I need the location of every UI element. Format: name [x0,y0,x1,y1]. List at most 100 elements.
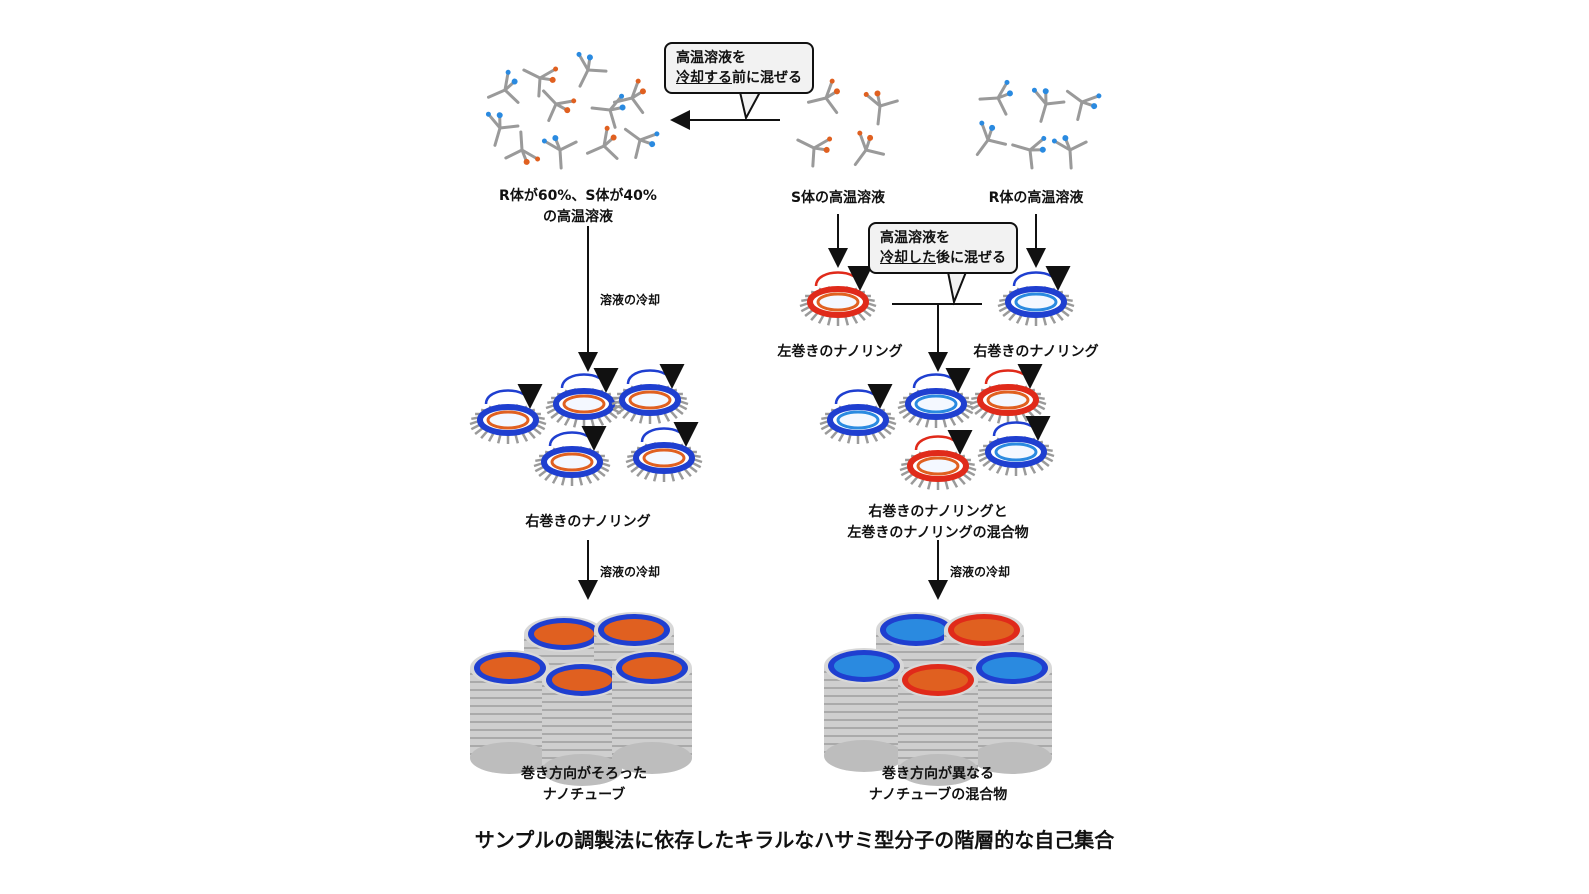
label-mixed-solution: R体が60%、S体が40% の高温溶液 [499,186,657,228]
label-cooling-3: 溶液の冷却 [950,565,1011,579]
molecule-arm [577,52,590,72]
molecule-tip [635,78,641,84]
label-right-rings-group: 右巻きのナノリング [525,514,651,530]
molecule-arm [590,106,612,112]
molecule-tip [874,90,881,97]
ring-rotation-arrow [484,383,543,409]
molecule-mixed-10 [623,127,660,160]
molecule-arm [585,144,606,155]
molecule-arm [1068,140,1088,152]
ring-group-right-0 [469,383,547,444]
molecule-arm [986,138,1008,146]
molecule-arm [586,68,608,73]
tube-diff-2 [824,648,904,772]
molecule-arm [537,76,542,98]
molecule-tip [523,158,530,165]
ring-rotation-arrow [984,363,1043,389]
tube-core [604,619,664,641]
label-ring-mixture-line2: 左巻きのナノリングの混合物 [847,525,1029,541]
callout-after-rest: 後に混ぜる [936,250,1006,266]
tube-same-2 [470,650,550,774]
molecule-arm [1028,136,1046,152]
label-cooling-2: 溶液の冷却 [600,565,661,579]
molecule-arm [504,148,524,160]
ring-group-right-2 [611,363,689,424]
molecule-mixed-1 [522,66,559,98]
label-left-ring: 左巻きのナノリング [777,344,903,360]
molecule-arm [824,96,839,115]
molecule-tip [586,54,593,61]
ring-group-right-4 [625,421,703,482]
label-ring-mixture: 右巻きのナノリングと 左巻きのナノリングの混合物 [847,502,1028,544]
ring-mixture-4 [977,415,1055,476]
ring-core [816,292,860,312]
molecule-arm [558,140,578,152]
molecule-arm [608,94,624,112]
ring-core [642,448,686,468]
molecule-tip [654,131,660,137]
ring-core [628,390,672,410]
tube-bottom [612,742,692,774]
molecule-arm [864,148,886,156]
molecule-arm [503,88,520,104]
molecule-tip [823,146,830,153]
molecule-tip [549,76,556,83]
tube-bottom [898,754,978,786]
callout-mix-after-cooling: 高温溶液を 冷却した後に混ぜる [868,222,1018,274]
ring-core [562,394,606,414]
ring-group-right-1 [545,367,623,428]
molecule-tip [863,91,869,97]
molecule-s-0 [806,78,840,115]
molecule-arm [538,67,558,80]
molecule-tip [1031,87,1037,93]
tube-core [982,657,1042,679]
molecule-arm [806,96,828,104]
molecule-arm [975,138,990,157]
ring-core [486,410,530,430]
ring-band [477,404,539,436]
molecule-arm [824,79,834,100]
molecule-arm [1032,88,1048,106]
molecule-arm [602,144,619,160]
molecule-arm [638,132,659,142]
label-tubes-same-line1: 巻き方向がそろった [521,766,647,782]
ring-band [1005,286,1067,318]
label-ring-mixture-line1: 右巻きのナノリングと [868,504,1008,520]
callout-tail-after [947,271,967,306]
ring-band [619,384,681,416]
nanorings [469,265,1075,490]
tube-diff-3 [972,650,1052,774]
molecule-tip [1041,135,1047,141]
molecule-arm [486,112,502,130]
molecule-arm [811,146,816,168]
molecule-tip [639,88,646,95]
molecule-arm [996,96,1008,116]
ring-rotation-arrow [814,265,873,291]
tube-bottom [542,754,622,786]
ring-group-right-3 [533,425,611,486]
molecule-mixed-5 [542,89,577,123]
ring-band [541,446,603,478]
molecule-tip [535,156,541,162]
molecule-tip [829,78,835,84]
tube-core [622,657,682,679]
molecule-r-5 [1051,135,1088,170]
molecule-arm [1068,148,1073,170]
tube-core [954,619,1014,641]
molecule-tip [511,78,518,85]
ring-band [633,442,695,474]
ring-core [836,410,880,430]
molecule-arm [1076,100,1084,122]
molecule-tip [1051,138,1057,144]
molecule-arm [796,138,816,150]
molecule-arm [1080,94,1101,104]
callout-tail-before [739,91,761,121]
molecule-arm [602,126,609,148]
molecule-arm [878,99,899,108]
ring-mixture-1 [897,367,975,428]
molecule-arm [558,148,563,170]
molecule-tip [1096,93,1102,99]
molecule-tip [649,141,656,148]
molecule-tip [610,134,617,141]
